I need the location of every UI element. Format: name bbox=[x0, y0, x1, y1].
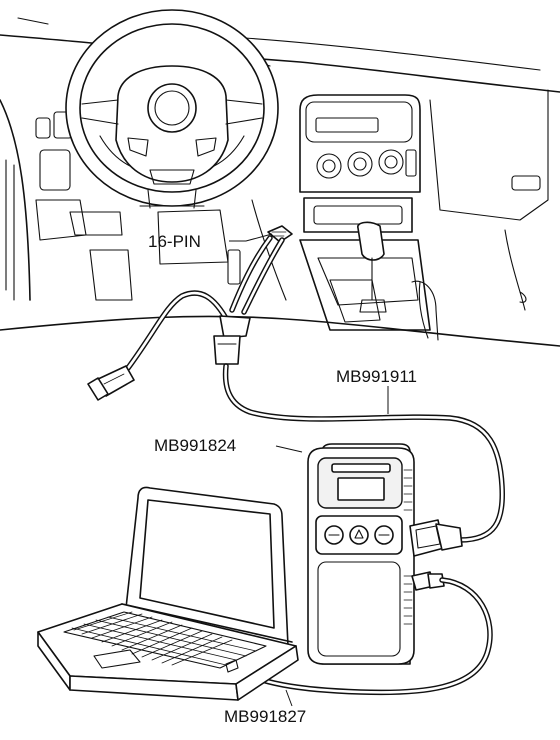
pin-label: 16-PIN bbox=[148, 232, 201, 251]
mb991824-leader bbox=[275, 445, 303, 453]
callouts: 16-PIN MB991911 MB991824 MB991827 bbox=[148, 232, 417, 726]
steering-wheel bbox=[65, 9, 279, 209]
vci-device-mb991824 bbox=[307, 443, 463, 665]
sixteen-pin-connector bbox=[267, 225, 293, 243]
pin-leader bbox=[229, 233, 273, 242]
mb991824-label: MB991824 bbox=[154, 436, 236, 455]
mb991827-label: MB991827 bbox=[224, 707, 306, 726]
diagnostic-cable-mb991911 bbox=[87, 235, 506, 543]
mb991911-label: MB991911 bbox=[336, 367, 417, 386]
laptop-computer bbox=[37, 486, 299, 701]
mb991827-leader bbox=[285, 689, 293, 707]
usb-cable-mb991827 bbox=[225, 577, 493, 696]
